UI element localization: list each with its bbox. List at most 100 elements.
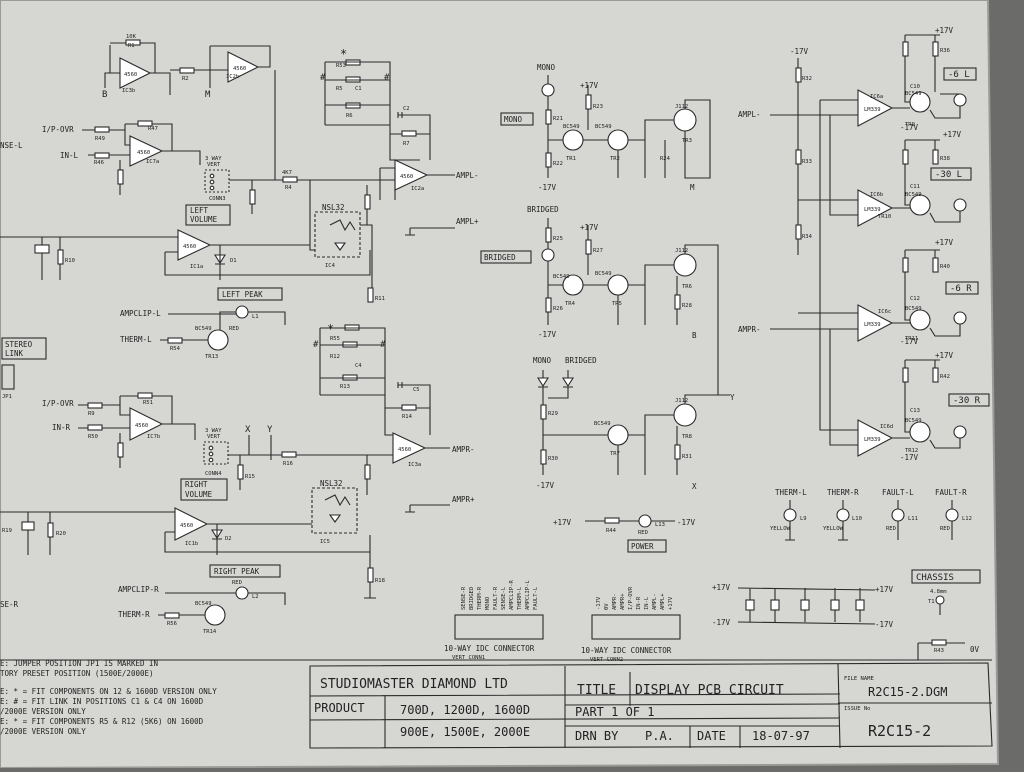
r55-label: R55 (330, 336, 340, 342)
c13-label: C13 (910, 408, 920, 414)
comparator-ic6c (857, 304, 894, 342)
ic7a-label: IC7a (146, 159, 159, 165)
hash-left-top: # (320, 73, 326, 83)
tr7 (607, 424, 629, 446)
resistor-r21 (545, 109, 552, 125)
conn2-pin8: AMPL- (652, 593, 658, 610)
tb-part: PART 1 OF 1 (575, 705, 654, 719)
opamp-ic7a (129, 135, 164, 167)
ic3b-type: 4560 (124, 72, 137, 78)
net-therm-r: THERM-R (118, 610, 150, 619)
tb-file: R2C15-2.DGM (868, 685, 947, 699)
resistor-r43 (931, 639, 947, 646)
tb-drn-label: DRN BY (575, 729, 619, 743)
bridged-m17: -17V (538, 330, 557, 339)
right-peak-box (209, 564, 281, 578)
m30r-box (948, 393, 990, 407)
resistor-r38 (932, 149, 939, 165)
right-peak-text: RIGHT PEAK (214, 567, 260, 576)
led-fault-r (945, 508, 959, 522)
led-therm-l (783, 508, 797, 522)
mono-box (500, 112, 534, 126)
tb-issue-label: ISSUE No (844, 706, 871, 712)
tr12 (909, 421, 931, 443)
r54-label: R54 (170, 346, 181, 352)
tr6 (673, 253, 697, 277)
s1-m17: -17V (900, 123, 919, 132)
ic4-label: IC4 (325, 263, 336, 269)
r40-label: R40 (940, 264, 950, 270)
m6r-box (945, 281, 979, 295)
l2-label: L2 (252, 594, 259, 600)
right-volume-1: RIGHT (185, 480, 208, 489)
l1-color: RED (229, 326, 239, 332)
conn1-pin5: FAULT-R (493, 586, 499, 610)
c4-label: C4 (355, 363, 362, 369)
led-l2 (235, 586, 249, 600)
c12-label: C12 (910, 296, 920, 302)
led-therm-l-color: YELLOW (770, 526, 791, 532)
ic1a-label: IC1a (190, 264, 203, 270)
s1-p17b: +17V (943, 130, 962, 139)
net-ampclip-l: AMPCLIP-L (120, 309, 161, 318)
led-l9-ref: L9 (800, 516, 807, 522)
r34-label: R34 (802, 234, 813, 240)
bridged-top-label: BRIDGED (527, 205, 559, 214)
net-sense-l: NSE-L (0, 141, 23, 150)
resistor-r42 (932, 367, 939, 383)
net-ampclip-r: AMPCLIP-R (118, 585, 159, 594)
tb-title-label: TITLE (577, 683, 616, 698)
conn2-name: 10-WAY IDC CONNECTOR (581, 646, 672, 655)
l13-color: RED (638, 530, 648, 536)
conn1-pin1: SENSE-R (461, 586, 467, 610)
resistor-r39 (902, 257, 909, 273)
tr14-type: BC549 (195, 601, 212, 607)
resistor-r28 (674, 294, 681, 310)
chassis-part: 4.8mm (930, 589, 947, 595)
mono-box-text: MONO (504, 115, 523, 124)
led-therm-l-net: THERM-L (775, 488, 807, 497)
chassis-text: CHASSIS (916, 573, 954, 583)
nsl32-top: NSL32 (322, 203, 345, 212)
m6l-box (943, 67, 977, 81)
r19-label: R19 (2, 528, 12, 534)
conn1-pin8: THERM-L (517, 586, 523, 610)
note-2: TORY PRESET POSITION (1500E/2000E) (0, 669, 154, 678)
right-volume-box (180, 478, 228, 501)
left-top-section: 4560 IC3b R1 10K B R2 4560 IC2b M I/P-OV… (0, 34, 479, 400)
resistor-r23 (585, 94, 592, 110)
tr8-type: J112 (675, 398, 688, 404)
l1-label: L1 (252, 314, 259, 320)
tr5-type: BC549 (595, 271, 612, 277)
resistor-r35 (902, 41, 909, 57)
comp-ampr-in: AMPR- (738, 325, 761, 334)
led-l12-ref: L12 (962, 516, 972, 522)
jp1-box (1, 364, 15, 390)
led-6r (953, 311, 967, 325)
note-4: E: # = FIT LINK IN POSITIONS C1 & C4 ON … (0, 697, 204, 706)
m6l-text: -6 L (948, 70, 970, 80)
led-l1 (235, 305, 249, 319)
resistor-r9 (87, 402, 103, 409)
r18-label: R18 (375, 578, 385, 584)
note-5: /2000E VERSION ONLY (0, 707, 86, 716)
led-fault-l-color: RED (886, 526, 896, 532)
left-peak-box (217, 287, 283, 301)
resistor-r46 (94, 152, 110, 159)
ic6a-type: LM339 (864, 107, 881, 113)
resistor-r27 (585, 239, 592, 255)
d2-label: D2 (225, 536, 232, 542)
resistor-r48 (117, 169, 124, 185)
ic2b-type: 4560 (233, 66, 246, 72)
l13-label: L13 (655, 522, 665, 528)
stereo-link-box (1, 337, 47, 360)
conn2-pin4: AMPR+ (620, 593, 626, 610)
ic3a-type: 4560 (398, 447, 411, 453)
c10-label: C10 (910, 84, 920, 90)
resistor-r52 (117, 442, 124, 458)
asterisk-bot: * (327, 322, 334, 336)
resistor-r44 (604, 517, 620, 524)
r11-label: R11 (375, 296, 385, 302)
hash-right-top: # (384, 73, 390, 83)
